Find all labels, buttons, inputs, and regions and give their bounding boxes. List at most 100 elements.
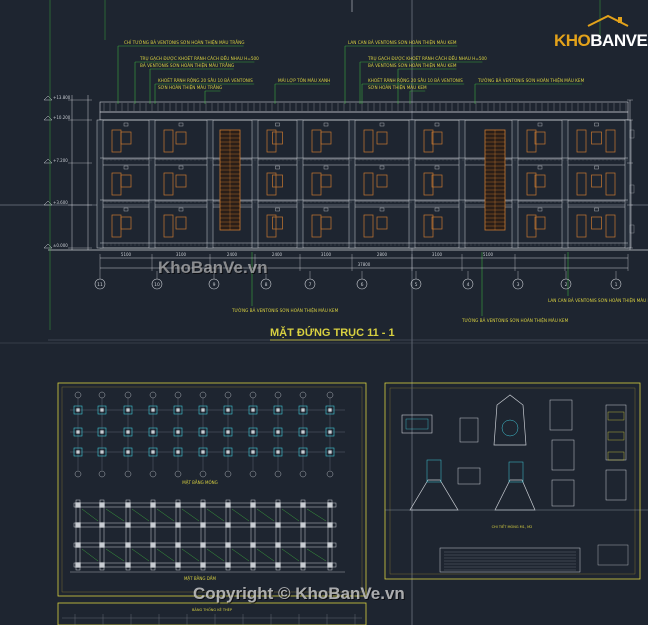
annotation-label: BẢ VENTONIS SƠN HOÀN THIỆN MÀU TRẮNG [140, 63, 234, 68]
axis-bubble [299, 391, 307, 399]
beam [175, 499, 181, 571]
dim-label: 3100 [432, 252, 443, 257]
door [526, 214, 537, 238]
vent [323, 122, 329, 127]
footing [173, 405, 183, 415]
detail-circle [501, 419, 519, 437]
door [526, 172, 537, 196]
axis-bubble [299, 470, 307, 478]
dim-label: 2800 [377, 252, 388, 257]
footing [273, 405, 283, 415]
footing-column [276, 408, 280, 412]
footing [298, 405, 308, 415]
column-node [200, 522, 206, 528]
panel-inner-frame [389, 387, 636, 575]
beam [250, 499, 256, 571]
annotation-label: TRỤ GẠCH ĐƯỢC KHOÉT RÃNH CÁCH ĐỀU NHAU H… [139, 56, 259, 61]
beam-brace [81, 508, 99, 522]
column-node [327, 542, 333, 548]
door [266, 172, 277, 196]
column-node [275, 562, 281, 568]
door [423, 214, 434, 238]
footing-column [328, 408, 332, 412]
detail-label-block [607, 411, 625, 421]
axis-label: 10 [154, 282, 160, 288]
column-node [200, 542, 206, 548]
beam [200, 499, 206, 571]
window [175, 216, 187, 230]
window [320, 216, 332, 230]
annotation-label: LAN CAN BẢ VENTONIS SƠN HOÀN THIỆN MÀU K… [348, 40, 457, 45]
roof-parapet [99, 101, 629, 113]
column-node [125, 502, 131, 508]
footing-column [176, 450, 180, 454]
column-node [275, 502, 281, 508]
column-node [99, 522, 105, 528]
column-node [225, 502, 231, 508]
door [266, 129, 277, 153]
door [363, 214, 374, 238]
door [605, 172, 616, 196]
axis-label: 4 [467, 282, 470, 288]
axis-bubble [174, 470, 182, 478]
column-node [275, 522, 281, 528]
detail-section [605, 404, 627, 461]
column-node [150, 542, 156, 548]
level-marker [43, 243, 53, 249]
footing [198, 447, 208, 457]
column-node [225, 522, 231, 528]
floor-slab [99, 158, 629, 166]
footing-section [494, 479, 536, 511]
vent [379, 207, 385, 212]
window [120, 131, 132, 145]
door [576, 172, 587, 196]
window [431, 174, 443, 188]
column-node [175, 542, 181, 548]
watermark-copyright: Copyright © KhoBanVe.vn [193, 584, 405, 603]
footing-column [176, 430, 180, 434]
axis-label: 3 [517, 282, 520, 288]
footing [148, 427, 158, 437]
column-stub [508, 461, 524, 483]
vent [434, 207, 440, 212]
column-stub [426, 459, 442, 483]
axis-bubble [149, 470, 157, 478]
building-elevation: +13.800+10.200+7.200+3.600±0.000 [43, 95, 635, 250]
beam-brace [231, 548, 250, 562]
beam [300, 499, 306, 571]
panel-title: MẶT BẰNG DẦM [184, 576, 217, 581]
column-node [75, 502, 81, 508]
column [458, 119, 466, 249]
axis-bubble [249, 391, 257, 399]
column [148, 119, 156, 249]
footing [298, 447, 308, 457]
level-label: +10.200 [53, 115, 71, 120]
annotation-label: TRỤ GẠCH ĐƯỢC KHOÉT RÃNH CÁCH ĐỀU NHAU H… [367, 56, 487, 61]
panel-frame [57, 382, 367, 597]
dim-total-label: 37800 [358, 262, 371, 267]
vent [275, 207, 280, 212]
door [111, 172, 122, 196]
axis-bubble [326, 391, 334, 399]
column-node [99, 562, 105, 568]
column-node [200, 562, 206, 568]
column-node [300, 542, 306, 548]
beam-brace [281, 548, 300, 562]
axis-label: 6 [361, 282, 364, 288]
beam-brace [105, 508, 125, 522]
beam-brace [181, 548, 200, 562]
dim-label: 2400 [272, 252, 283, 257]
axis-bubble [326, 470, 334, 478]
pile-cap-section [493, 394, 527, 446]
footing-column [76, 430, 80, 434]
panel-title: BẢNG THỐNG KÊ THÉP [192, 607, 232, 612]
annotation-label: MÁI LỢP TÔN MÀU XANH [278, 78, 330, 83]
window [272, 216, 283, 230]
footing [325, 447, 335, 457]
axis-bubble [149, 391, 157, 399]
beam-brace [81, 548, 99, 562]
dim-label: 2400 [227, 252, 238, 257]
column-node [99, 502, 105, 508]
beam-brace [206, 508, 225, 522]
